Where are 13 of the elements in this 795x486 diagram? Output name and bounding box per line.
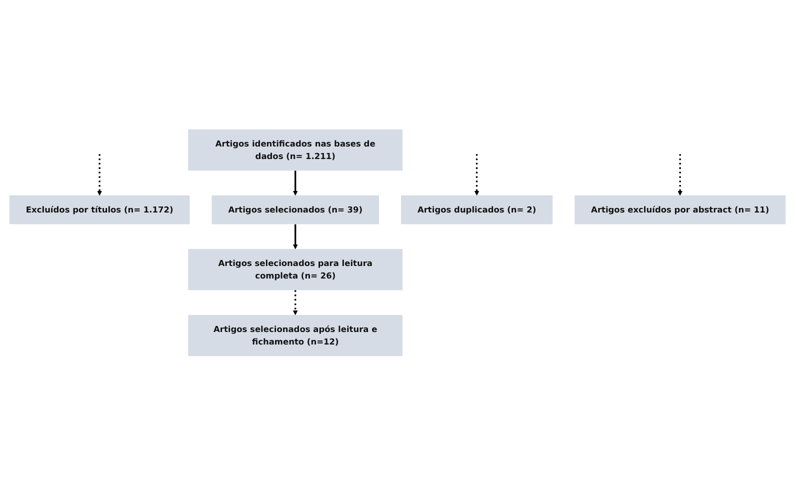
node-box: Artigos selecionados para leitura completa (n= 26) bbox=[188, 249, 403, 290]
node-box: Artigos excluídos por abstract (n= 11) bbox=[574, 196, 786, 224]
node-box: Artigos identificados nas bases de dados (n= 1.211) bbox=[188, 130, 403, 171]
node-box: Artigos selecionados (n= 39) bbox=[212, 196, 379, 224]
node-box: Excluídos por títulos (n= 1.172) bbox=[9, 196, 190, 224]
node-box: Artigos duplicados (n= 2) bbox=[400, 196, 553, 224]
node-box: Artigos selecionados após leitura e fichamento (n=12) bbox=[188, 315, 403, 356]
arrow bbox=[97, 154, 102, 196]
arrow bbox=[292, 224, 298, 250]
arrow bbox=[474, 154, 480, 196]
arrow bbox=[292, 170, 298, 196]
arrow bbox=[678, 154, 682, 196]
arrow bbox=[292, 290, 298, 316]
